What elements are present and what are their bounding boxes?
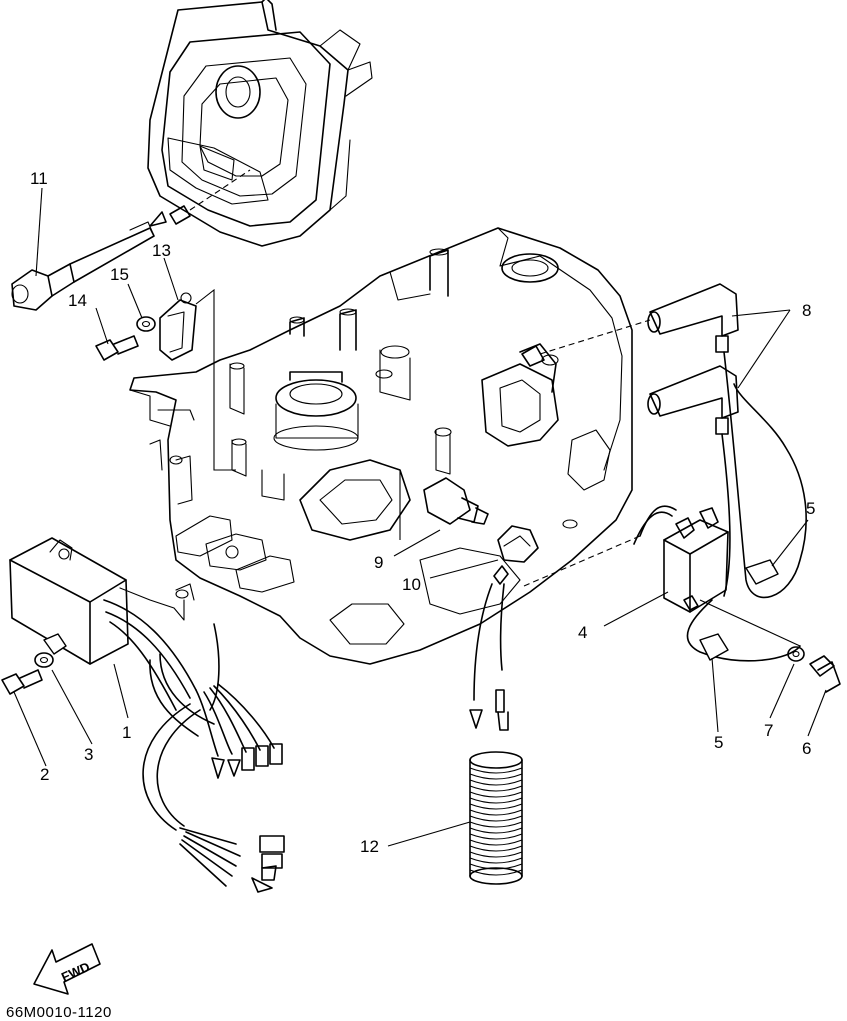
tube-ring xyxy=(469,815,523,822)
callout-15: 15 xyxy=(110,265,129,284)
part-11-switch-drawing xyxy=(11,169,251,311)
callout-14: 14 xyxy=(68,291,87,310)
tube-ring xyxy=(469,863,523,870)
part-13-mount-line xyxy=(195,288,236,471)
part-4-ignition-coil-drawing xyxy=(633,505,729,613)
part-2-bolt-drawing xyxy=(1,669,43,695)
callout-1: 1 xyxy=(122,723,131,742)
part-4-mount-line xyxy=(699,599,801,647)
callout-11: 11 xyxy=(30,169,48,188)
tube-ring xyxy=(469,827,523,834)
tube-ring xyxy=(469,821,523,828)
part-5-grommet-drawing xyxy=(699,559,779,661)
part-10-cap-drawing xyxy=(469,525,641,731)
callout-12: 12 xyxy=(360,837,379,856)
part-6-bolt-drawing xyxy=(809,655,841,693)
callout-6: 6 xyxy=(802,739,811,758)
callout-5b: 5 xyxy=(714,733,723,752)
tube-ring xyxy=(469,809,523,816)
callout-10: 10 xyxy=(402,575,421,594)
tube-ring xyxy=(469,767,523,774)
callout-3: 3 xyxy=(84,745,93,764)
callout-2: 2 xyxy=(40,765,49,784)
part-3-washer-drawing xyxy=(34,652,54,668)
engine-block-drawing xyxy=(129,227,651,665)
callout-labels: 11 13 15 14 8 5 9 10 4 1 3 5 7 6 2 12 xyxy=(30,169,815,856)
part-8-plug-caps-drawing xyxy=(647,283,807,662)
part-13-clamp-drawing xyxy=(159,292,197,361)
callout-9: 9 xyxy=(374,553,383,572)
tube-ring xyxy=(469,779,523,786)
tube-ring xyxy=(469,791,523,798)
part-15-washer-drawing xyxy=(136,316,156,332)
tube-ring xyxy=(469,833,523,840)
leader-lines xyxy=(13,187,827,847)
tube-ring xyxy=(469,845,523,852)
part-12-corrugated-tube-drawing xyxy=(469,751,523,885)
tube-ring xyxy=(469,785,523,792)
tube-ring xyxy=(469,851,523,858)
tube-ring xyxy=(469,797,523,804)
callout-13: 13 xyxy=(152,241,171,260)
part-7-washer-drawing xyxy=(787,646,805,662)
tube-ring xyxy=(469,839,523,846)
tube-ring xyxy=(469,803,523,810)
document-code: 66M0010-1120 xyxy=(6,1004,112,1021)
callout-4: 4 xyxy=(578,623,587,642)
callout-8: 8 xyxy=(802,301,811,320)
fwd-label: FWD xyxy=(59,959,92,985)
fwd-arrow-icon: FWD xyxy=(33,943,101,995)
flywheel-cover-drawing xyxy=(147,0,373,247)
tube-ring xyxy=(469,857,523,864)
callout-5a: 5 xyxy=(806,499,815,518)
tube-ring xyxy=(469,869,523,876)
part-1-cdi-unit-drawing xyxy=(9,537,285,893)
part-14-bolt-drawing xyxy=(95,335,139,361)
part-9-switch-drawing xyxy=(399,470,489,540)
tube-ring xyxy=(469,773,523,780)
callout-7: 7 xyxy=(764,721,773,740)
